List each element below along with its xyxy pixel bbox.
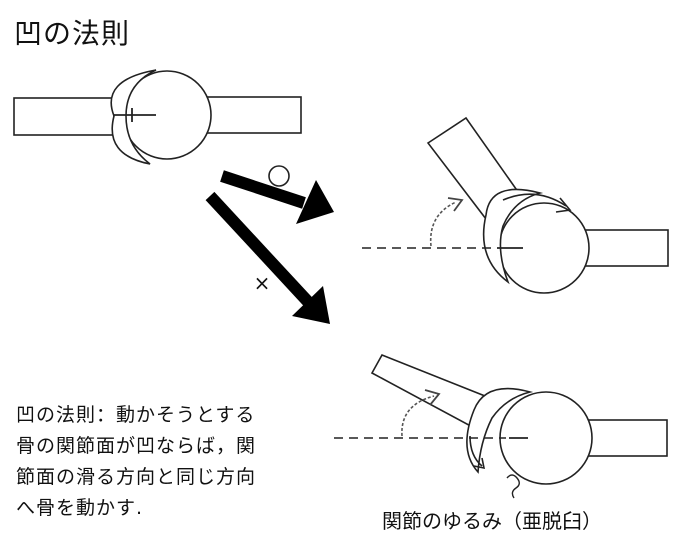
rule-description: 凹の法則：動かそうとする 骨の関節面が凹ならば，関 節面の滑る方向と同じ方向 へ… xyxy=(16,400,326,524)
glide-direction-arrow xyxy=(502,193,567,207)
concave-socket xyxy=(110,69,157,165)
correct-arrow xyxy=(220,170,334,224)
concave-socket xyxy=(482,188,544,285)
concave-bone-shaft xyxy=(13,97,115,136)
subluxation-joint xyxy=(370,353,668,485)
subluxation-caption: 関節のゆるみ（亜脱臼） xyxy=(382,509,602,533)
convex-bone-shaft xyxy=(204,96,302,134)
looseness-squiggle xyxy=(506,474,520,499)
glide-direction-arrow xyxy=(469,435,483,467)
incorrect-arrow xyxy=(205,191,330,324)
page-title: 凹の法則 xyxy=(14,17,131,50)
description-line-3: 節面の滑る方向と同じ方向 xyxy=(16,466,257,488)
concave-socket xyxy=(466,387,534,474)
description-line-1: 凹の法則：動かそうとする xyxy=(16,404,256,426)
incorrect-mark-icon: × xyxy=(254,271,271,295)
description-line-2: 骨の関節面が凹ならば，関 xyxy=(16,435,257,457)
description-line-4: へ骨を動かす. xyxy=(16,497,144,519)
initial-joint xyxy=(13,69,302,165)
correct-movement-joint xyxy=(426,116,669,294)
rotation-arrow xyxy=(429,201,457,247)
rotation-arrow xyxy=(401,395,435,437)
correct-mark-icon xyxy=(268,165,290,187)
